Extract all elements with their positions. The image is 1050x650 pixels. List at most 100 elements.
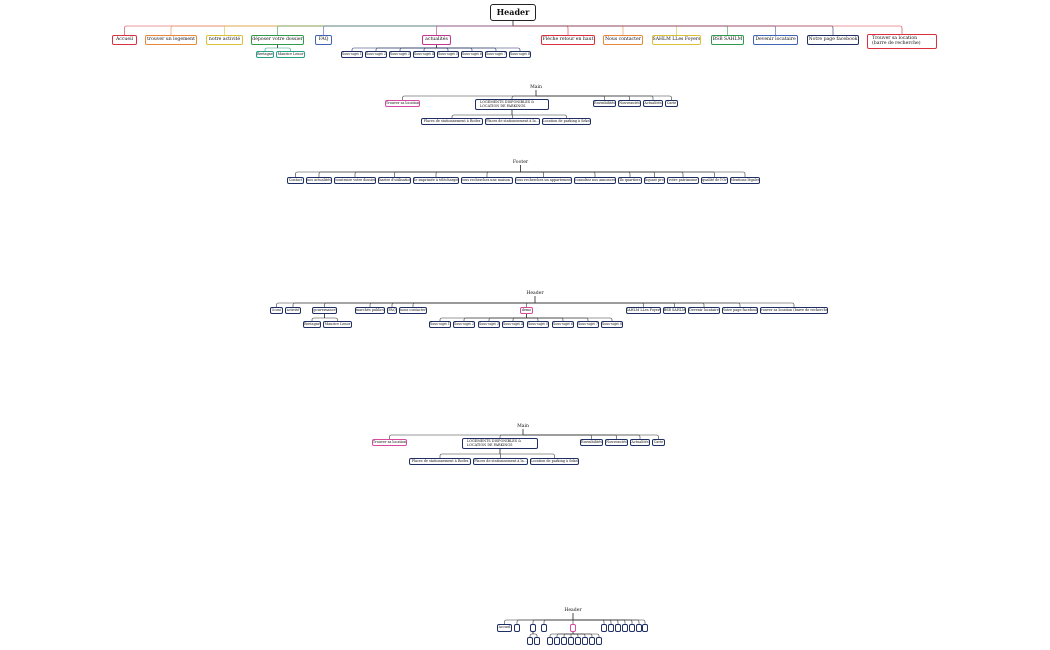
demo-sous-sujet-2[interactable]: Sous-sujet 2 (453, 321, 475, 328)
header3-item-8[interactable] (615, 624, 621, 632)
main2-item-actualites[interactable]: Actualités (630, 439, 650, 446)
footer-item-construire-dossier[interactable]: construire votre dossier (334, 177, 376, 184)
header-item-deposer-dossier[interactable]: déposer votre dossier (251, 35, 304, 45)
header2-item-facebook[interactable]: Notre page facebook (722, 307, 758, 314)
header2-item-marches-publics[interactable]: marchés publics (355, 307, 385, 314)
header3-child-10[interactable] (596, 637, 602, 645)
main-item-logements[interactable]: LOGEMENTS DISPONIBLES & LOCATION DE PARK… (475, 99, 549, 110)
demo-sous-sujet-7[interactable]: Sous-sujet 7 (577, 321, 599, 328)
actualites-sous-sujet-3[interactable]: Sous-sujet 3 (389, 51, 411, 58)
header2-item-devenir-locataire[interactable]: Devenir locataire (688, 307, 720, 314)
header-item-trouver-logement[interactable]: trouver un logement (145, 35, 197, 45)
main-item-carte[interactable]: Carte (665, 100, 678, 107)
demo-sous-sujet-8[interactable]: Sous-sujet 8 (601, 321, 623, 328)
main2-child-rodez[interactable]: Places de stationnement à Rodez (409, 458, 471, 465)
header3-root-label[interactable]: Header (564, 608, 582, 613)
demo-sous-sujet-4[interactable]: Sous-sujet 4 (502, 321, 524, 328)
main2-item-carte[interactable]: Carte (652, 439, 665, 446)
main-item-envisibilites[interactable]: Envisibilités (593, 100, 616, 107)
demo-sous-sujet-3[interactable]: Sous-sujet 3 (478, 321, 500, 328)
footer-item-mentions[interactable]: Mentions légales (730, 177, 760, 184)
header3-child-6[interactable] (568, 637, 574, 645)
footer-root-label[interactable]: Footer (512, 160, 529, 165)
header3-item-10[interactable] (629, 624, 635, 632)
header-item-facebook[interactable]: Notre page facebook (807, 35, 859, 45)
header-item-bsb-sahlm[interactable]: BSB SAHLM (711, 35, 744, 45)
footer-item-patrimoine[interactable]: votre patrimoine (667, 177, 699, 184)
header-item-trouver-location[interactable]: Trouver sa location (barre de recherche) (867, 34, 937, 49)
footer-item-actualites[interactable]: nos actualités (306, 177, 332, 184)
header-item-devenir-locataire[interactable]: Devenir locataire (753, 35, 798, 45)
demo-sous-sujet-1[interactable]: Sous-sujet 1 (429, 321, 451, 328)
header2-item-iconi[interactable]: Iconi (270, 307, 283, 314)
header-item-faq[interactable]: FAQ (315, 35, 332, 45)
header-item-sahlm-foyers[interactable]: SAHLM LLes Foyers (652, 35, 701, 45)
actualites-sous-sujet-1[interactable]: Sous-sujet 1 (341, 51, 363, 58)
footer-item-qualite[interactable]: qualité de l'Or (701, 177, 728, 184)
header3-child-3[interactable] (547, 637, 553, 645)
actualites-sous-sujet-5[interactable]: Sous-sujet 5 (437, 51, 459, 58)
header3-item-11[interactable] (636, 624, 642, 632)
footer-item-ile-imprimee[interactable]: Ile imprimée à télécharger (413, 177, 459, 184)
header2-item-activite[interactable]: activité (285, 307, 301, 314)
header3-item-12[interactable] (642, 624, 648, 632)
header-item-accueil[interactable]: Accueil (112, 35, 137, 45)
main-item-nouveautes[interactable]: Nouveautés (618, 100, 641, 107)
header3-item-5[interactable] (570, 624, 576, 632)
header3-child-8[interactable] (582, 637, 588, 645)
header3-item-4[interactable] (541, 624, 547, 632)
gouv-child-bretagne[interactable]: Bretagne (303, 321, 321, 328)
main-child-stationnement-la[interactable]: Places de stationnement à la... (485, 118, 540, 125)
footer-item-appartement[interactable]: vous recherchez un appartement (515, 177, 572, 184)
header-item-notre-activite[interactable]: notre activité (206, 35, 243, 45)
dossier-child-bretagne[interactable]: Bretagne (256, 51, 274, 58)
header3-item-2[interactable] (514, 624, 520, 632)
actualites-sous-sujet-2[interactable]: Sous-sujet 2 (365, 51, 387, 58)
dossier-child-maurice[interactable]: Maurice Lenor (276, 51, 305, 58)
main2-child-parking-sekel[interactable]: Location de parking à Sekel (530, 458, 579, 465)
actualites-sous-sujet-8[interactable]: Sous-sujet 8 (509, 51, 531, 58)
footer-item-chartre[interactable]: chartre d'utilisation (378, 177, 411, 184)
actualites-sous-sujet-4[interactable]: Sous-sujet 4 (413, 51, 435, 58)
header3-child-9[interactable] (589, 637, 595, 645)
header3-child-7[interactable] (575, 637, 581, 645)
footer-item-annonces[interactable]: consultez nos annonces (574, 177, 616, 184)
main2-item-nouveautes[interactable]: Nouveautés (605, 439, 628, 446)
header3-child-4[interactable] (554, 637, 560, 645)
main-root-label[interactable]: Main (530, 85, 542, 90)
header3-item-7[interactable] (608, 624, 614, 632)
main-item-trouver-location[interactable]: Trouver sa location (385, 100, 420, 107)
main-child-parking-sekel[interactable]: Location de parking à Sekel (542, 118, 591, 125)
main2-root-label[interactable]: Main (517, 424, 529, 429)
demo-sous-sujet-5[interactable]: Sous-sujet 5 (527, 321, 549, 328)
header3-item-accueil[interactable]: Accueil (497, 624, 512, 632)
header2-item-nous-contacter[interactable]: nous contacter (399, 307, 427, 314)
footer-item-maison[interactable]: vous recherchez une maison ? (461, 177, 513, 184)
header-item-actualites[interactable]: actualités (422, 35, 451, 45)
main-item-actualites[interactable]: Actualités (643, 100, 663, 107)
main2-item-logements[interactable]: LOGEMENTS DISPONIBLES & LOCATION DE PARK… (462, 438, 538, 449)
main2-item-trouver-location[interactable]: Trouver sa location (372, 439, 407, 446)
header2-item-bsb-sahlm[interactable]: BSB SAHLM (663, 307, 686, 314)
gouv-child-maurice[interactable]: Maurice Lenor (323, 321, 352, 328)
header2-item-trouver-location[interactable]: Trouver sa location (barre de recherche) (760, 307, 828, 314)
header-item-fleche-retour[interactable]: Flèche retour en haut (541, 35, 595, 45)
footer-item-contact[interactable]: Contact (287, 177, 304, 184)
header2-item-gouvernance[interactable]: gouvernance (312, 307, 337, 314)
header2-item-sahlm-foyers[interactable]: SAHLM LLes Foyers (626, 307, 661, 314)
header3-child-1[interactable] (527, 637, 533, 645)
header3-item-9[interactable] (622, 624, 628, 632)
header3-child-5[interactable] (561, 637, 567, 645)
main-child-rodez[interactable]: Places de stationnement à Rodez (421, 118, 483, 125)
footer-item-liquast[interactable]: liquast pro (644, 177, 665, 184)
header3-item-3[interactable] (530, 624, 536, 632)
header2-root-label[interactable]: Header (526, 291, 544, 296)
main2-item-envisibilites[interactable]: Envisibilités (580, 439, 603, 446)
main2-child-stationnement-la[interactable]: Places de stationnement à la... (473, 458, 528, 465)
header2-item-faq[interactable]: FAQ (387, 307, 397, 314)
footer-item-quartiers[interactable]: Ils quartiers (618, 177, 642, 184)
actualites-sous-sujet-7[interactable]: Sous-sujet 7 (485, 51, 507, 58)
header3-item-6[interactable] (601, 624, 607, 632)
header-item-nous-contacter[interactable]: Nous contacter (603, 35, 643, 45)
demo-sous-sujet-6[interactable]: Sous-sujet 6 (552, 321, 574, 328)
